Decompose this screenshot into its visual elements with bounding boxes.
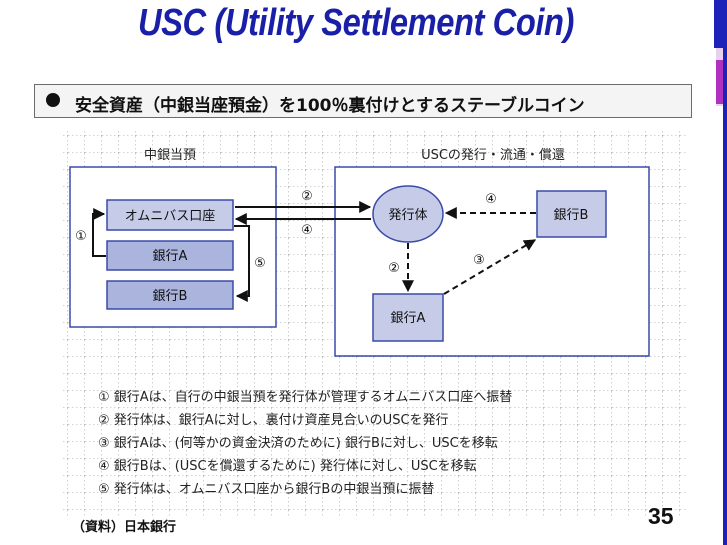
step-1: ① 銀行Aは、自行の中銀当預を発行体が管理するオムニバス口座へ振替 bbox=[98, 390, 513, 405]
issuer-label: 発行体 bbox=[388, 208, 427, 223]
step-2: ② 発行体は、銀行Aに対し、裏付け資産見合いのUSCを発行 bbox=[98, 413, 449, 428]
bank-b-left-label: 銀行B bbox=[153, 289, 188, 304]
bank-a-right-label: 銀行A bbox=[391, 311, 426, 326]
bank-b-left-box bbox=[106, 280, 234, 310]
bank-a-left-label: 銀行A bbox=[153, 249, 188, 264]
step-3: ③ 銀行Aは、(何等かの資金決済のために) 銀行Bに対し、USCを移転 bbox=[98, 436, 498, 451]
page-number: 35 bbox=[648, 503, 674, 529]
label-3: ③ bbox=[473, 253, 485, 268]
step-4: ④ 銀行Bは、(USCを償還するために) 発行体に対し、USCを移転 bbox=[98, 459, 477, 474]
bank-b-right-label: 銀行B bbox=[554, 208, 589, 223]
headline-text: 安全資産（中銀当座預金）を100％裏付けとするステーブルコイン bbox=[75, 96, 585, 116]
usc-group-label: USCの発行・流通・償還 bbox=[421, 148, 565, 163]
label-1: ① bbox=[75, 229, 87, 244]
central-bank-group-label: 中銀当預 bbox=[144, 148, 196, 163]
issuer-node bbox=[372, 185, 444, 243]
bullet-icon bbox=[46, 93, 60, 107]
label-4-right: ④ bbox=[485, 192, 497, 207]
page-title: USC (Utility Settlement Coin) bbox=[138, 2, 574, 44]
source-note: （資料）日本銀行 bbox=[72, 520, 177, 535]
bank-b-right-box bbox=[536, 190, 607, 238]
label-4-top: ④ bbox=[301, 223, 313, 238]
accent-bar bbox=[714, 0, 727, 545]
step-list: ① 銀行Aは、自行の中銀当預を発行体が管理するオムニバス口座へ振替 ② 発行体は… bbox=[98, 386, 512, 501]
step-5: ⑤ 発行体は、オムニバス口座から銀行Bの中銀当預に振替 bbox=[98, 482, 435, 497]
label-2-down: ② bbox=[388, 261, 400, 276]
headline-box: 安全資産（中銀当座預金）を100％裏付けとするステーブルコイン bbox=[34, 84, 692, 118]
label-5: ⑤ bbox=[254, 256, 266, 271]
omnibus-account-box bbox=[106, 199, 234, 231]
arrow-usc-3 bbox=[443, 239, 537, 295]
arrow-transfer-1 bbox=[92, 208, 106, 257]
label-2-top: ② bbox=[301, 189, 313, 204]
bank-a-right-box bbox=[372, 293, 444, 342]
omnibus-account-label: オムニバス口座 bbox=[125, 209, 216, 224]
bank-a-left-box bbox=[106, 240, 234, 271]
arrow-transfer-5 bbox=[234, 225, 250, 302]
